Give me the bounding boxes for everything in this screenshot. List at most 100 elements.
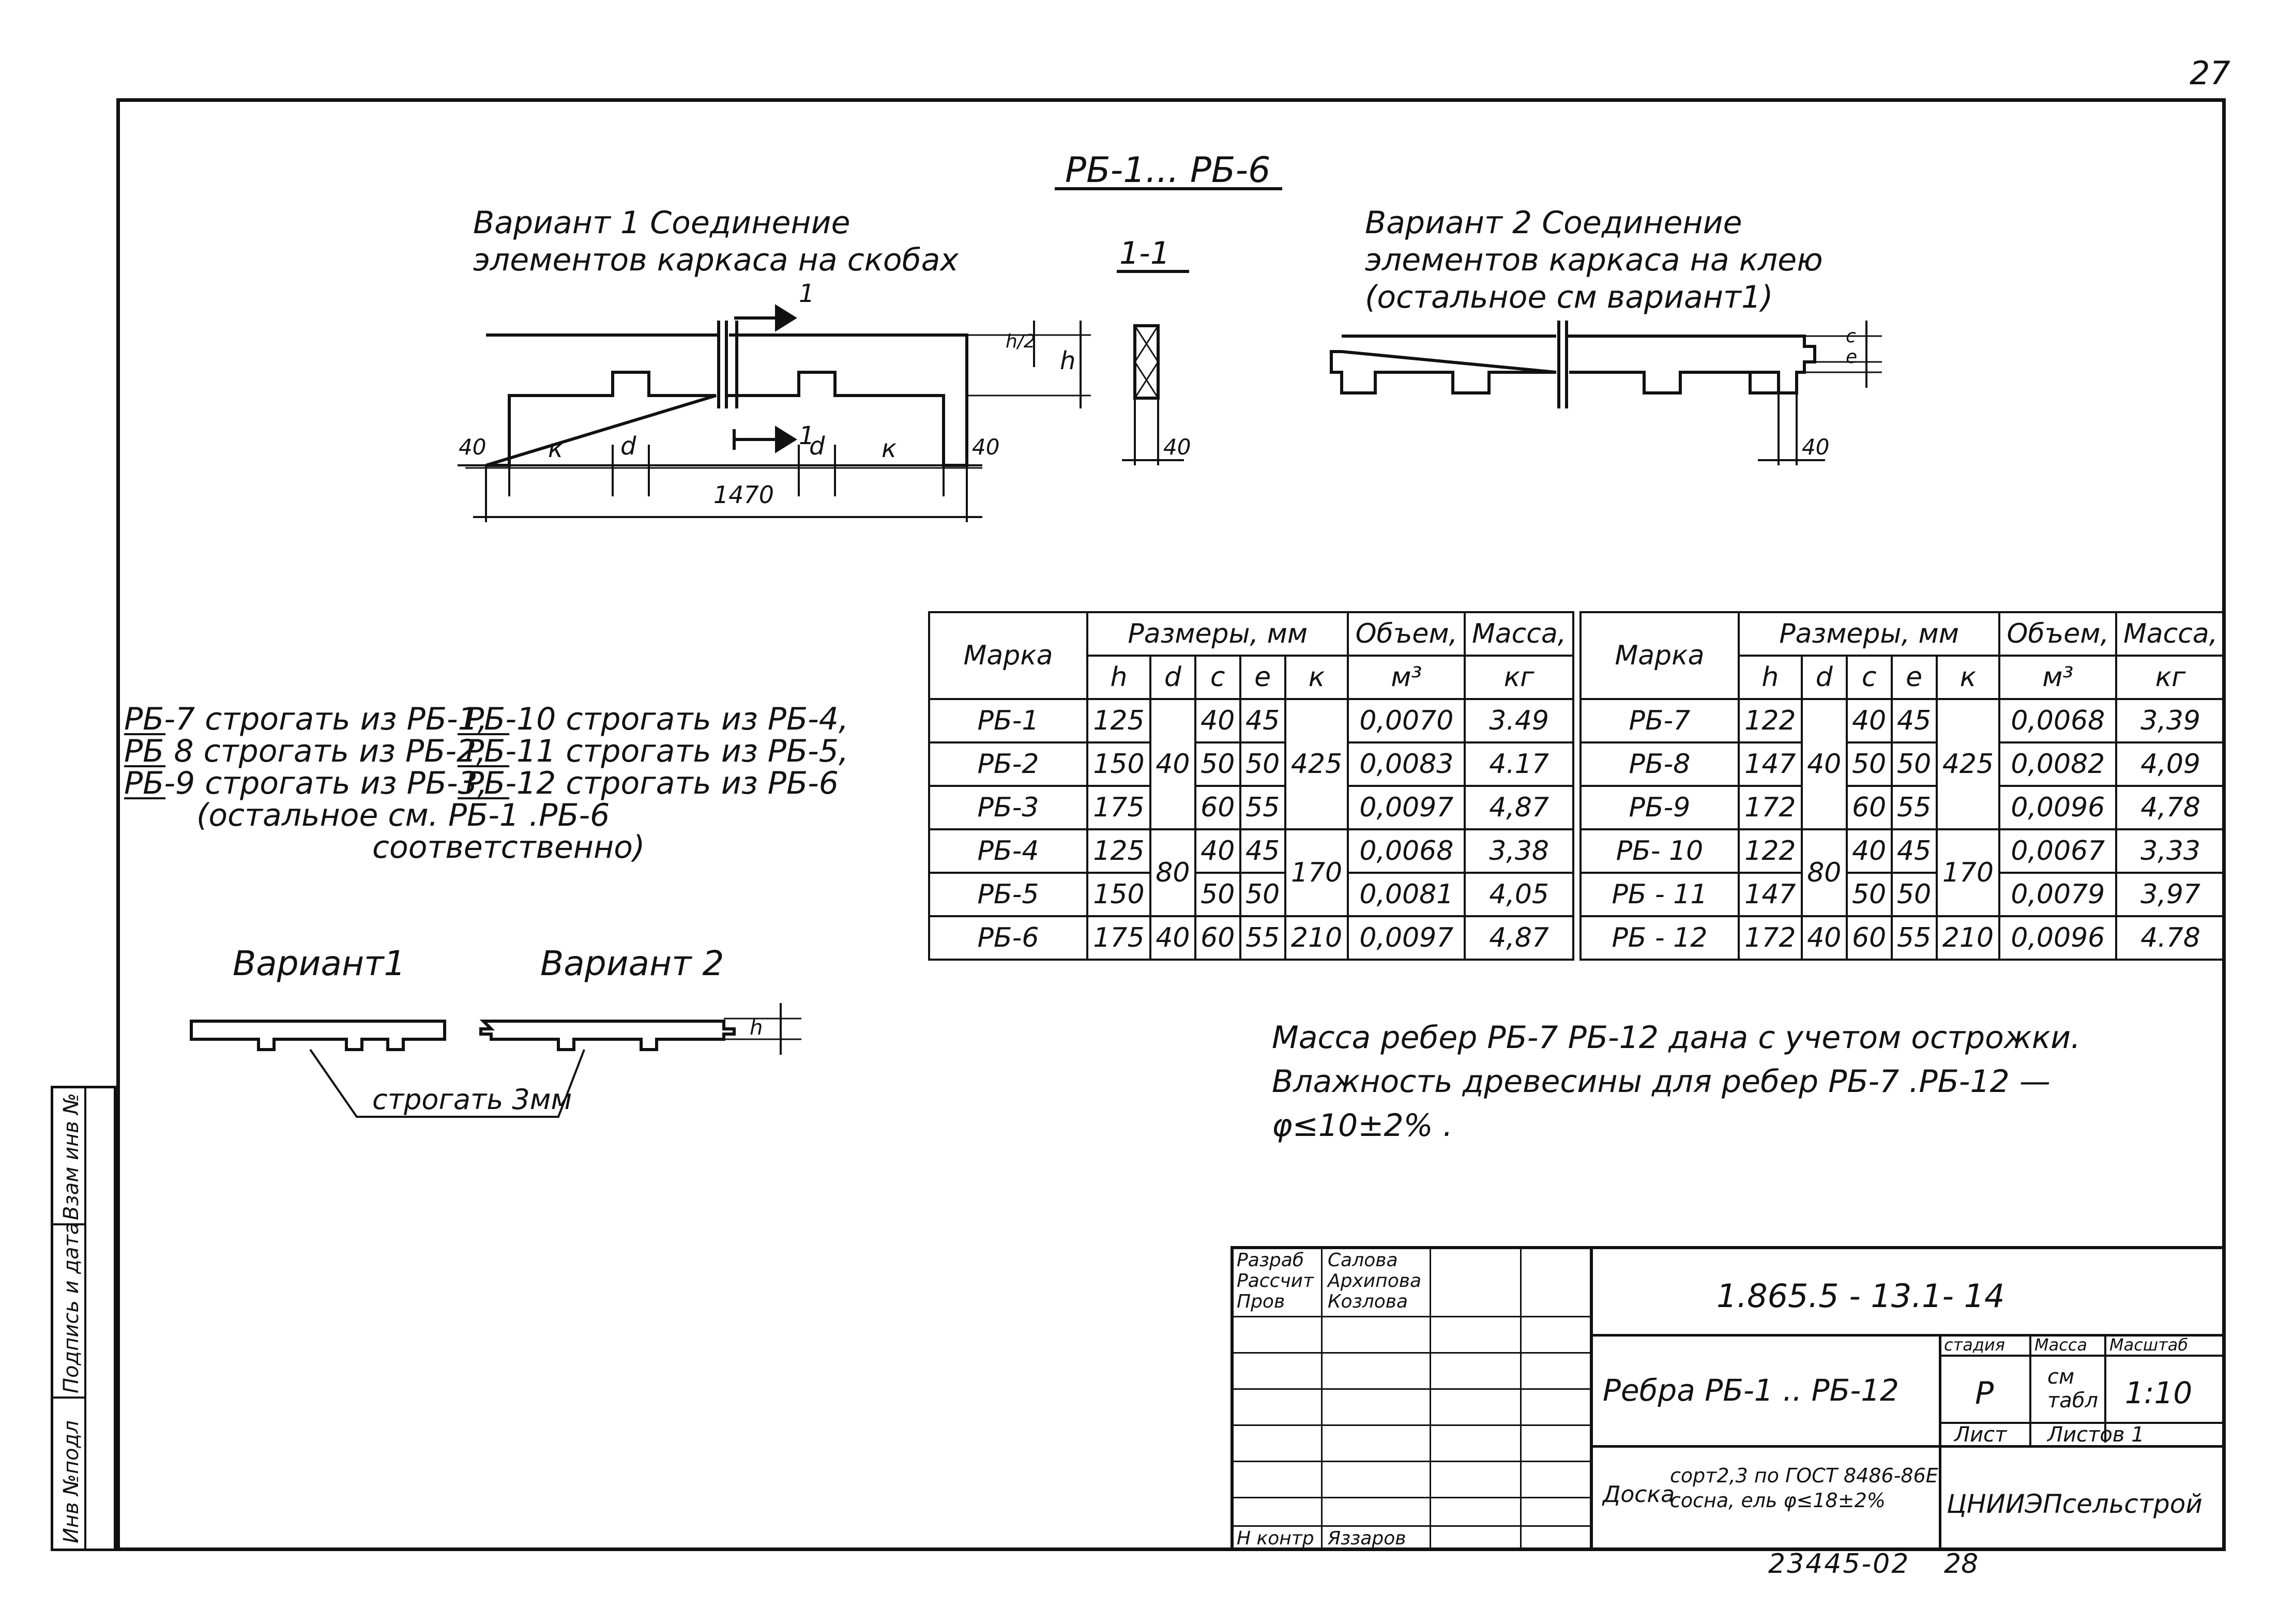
cell-mass: 3,97 xyxy=(2115,872,2226,917)
cell-c: 60 xyxy=(1845,785,1893,830)
cell-d: 40 xyxy=(1800,915,1848,961)
notes-right-line1: Масса ребер РБ-7 РБ-12 дана с учетом ост… xyxy=(1272,1020,2081,1056)
cell-d-merged: 40 xyxy=(1149,698,1196,830)
th-mark: Марка xyxy=(928,611,1088,700)
sheet-format: 28 xyxy=(1944,1549,1979,1580)
notes-right-line3: φ≤10±2% . xyxy=(1272,1107,1453,1144)
cell-d-merged: 80 xyxy=(1800,828,1848,917)
page-number: 27 xyxy=(2190,54,2230,92)
tb-mass-value-line1: см xyxy=(2047,1365,2075,1389)
cell-mark: РБ-2 xyxy=(928,741,1088,787)
variant1-title-line2: элементов каркаса на скобах xyxy=(473,242,959,278)
variant2-dim-c: c xyxy=(1846,326,1856,347)
cell-mass: 4,78 xyxy=(2115,785,2226,830)
notes-left-row: РБ-9 строгать из РБ-3,РБ-12 строгать из … xyxy=(124,767,848,799)
th-dims-group-right: Размеры, мм xyxy=(1737,611,2001,657)
cell-mass: 4,87 xyxy=(1464,915,1574,961)
tb-sheets-label: Листов 1 xyxy=(2047,1423,2145,1447)
variant2-title-line2: элементов каркаса на клею xyxy=(1365,242,1823,278)
tb-stage-header: стадия xyxy=(1944,1335,2006,1355)
cell-c: 40 xyxy=(1845,828,1893,874)
tb-scale-header: Масштаб xyxy=(2109,1335,2189,1355)
notes-left: РБ-7 строгать из РБ-1,РБ-10 строгать из … xyxy=(124,703,848,863)
cell-volume: 0,0083 xyxy=(1347,741,1466,787)
left-stamp: Взам инв № Подпись и дата Инв №подл xyxy=(51,1086,116,1551)
cell-mark: РБ-8 xyxy=(1579,741,1740,787)
cell-k-merged: 170 xyxy=(1284,828,1349,917)
cell-mass: 4,87 xyxy=(1464,785,1574,830)
planing-callout: строгать 3мм xyxy=(372,1083,572,1116)
cell-k: 210 xyxy=(1935,915,2001,961)
stamp-cell-signature: Подпись и дата xyxy=(53,1222,86,1399)
cell-k: 210 xyxy=(1284,915,1349,961)
tb-sheet-label: Лист xyxy=(1954,1423,2007,1447)
cell-h: 147 xyxy=(1737,872,1803,917)
section-dim: 40 xyxy=(1163,434,1191,460)
cell-h: 125 xyxy=(1086,698,1151,743)
cell-volume: 0,0067 xyxy=(1998,828,2118,874)
cell-volume: 0,0079 xyxy=(1998,872,2118,917)
variant1-dim-h-half: h/2 xyxy=(1006,331,1036,352)
notes-left-row2-b-mark: РБ-11 xyxy=(465,733,556,769)
cell-mark: РБ - 12 xyxy=(1579,915,1740,961)
cell-mark: РБ - 11 xyxy=(1579,872,1740,917)
spec-table: Марка Размеры, мм Объем, Масса, Марка Ра… xyxy=(928,611,2226,961)
planing-variant2-label: Вариант 2 xyxy=(540,944,724,983)
cell-e: 55 xyxy=(1890,785,1938,830)
cell-volume: 0,0068 xyxy=(1347,828,1466,874)
tb-roles: Разраб Рассчит Пров xyxy=(1237,1250,1314,1312)
th-volume-unit: м³ xyxy=(1347,655,1466,700)
tb-material-line1: сорт2,3 по ГОСТ 8486-86Е xyxy=(1670,1464,1938,1487)
cell-h: 150 xyxy=(1086,872,1151,917)
cell-c: 60 xyxy=(1194,915,1241,961)
variant2-title: Вариант 2 Соединение элементов каркаса н… xyxy=(1365,204,1823,316)
table-row: РБ-5 150 50 50 0,0081 4,05 РБ - 11 147 5… xyxy=(928,872,2226,917)
table-row: РБ-6 175 40 60 55 210 0,0097 4,87 РБ - 1… xyxy=(928,915,2226,961)
cell-mass: 4.17 xyxy=(1464,741,1574,787)
tb-name-calculator: Архипова xyxy=(1328,1270,1422,1292)
th-h-right: h xyxy=(1737,655,1803,700)
cell-mark: РБ-9 xyxy=(1579,785,1740,830)
planing-variant1-label: Вариант1 xyxy=(233,944,406,983)
cell-c: 50 xyxy=(1845,872,1893,917)
variant1-dim-total: 1470 xyxy=(713,481,774,509)
cell-mass: 4,09 xyxy=(2115,741,2226,787)
cell-c: 40 xyxy=(1194,828,1241,874)
cell-mass: 3,33 xyxy=(2115,828,2226,874)
tb-product-title: Ребра РБ-1 .. РБ-12 xyxy=(1603,1373,1900,1408)
variant1-rib-elevation xyxy=(458,304,1091,522)
tb-stage: Р xyxy=(1975,1375,1994,1411)
cell-mark: РБ- 10 xyxy=(1579,828,1740,874)
variant1-section-mark-top: 1 xyxy=(799,279,815,308)
cell-h: 147 xyxy=(1737,741,1803,787)
variant1-dim-d2: d xyxy=(809,432,825,461)
th-e-right: e xyxy=(1890,655,1938,700)
tb-mass-header: Масса xyxy=(2034,1335,2088,1355)
cell-volume: 0,0070 xyxy=(1347,698,1466,743)
th-mass: Масса, xyxy=(1464,611,1574,657)
notes-left-row3-b-mark: РБ-12 xyxy=(465,765,556,801)
variant2-rib-elevation xyxy=(1330,321,1882,465)
tb-material: сорт2,3 по ГОСТ 8486-86Е сосна, ель φ≤18… xyxy=(1670,1463,1938,1513)
cell-h: 175 xyxy=(1086,785,1151,830)
cell-mark: РБ-3 xyxy=(928,785,1088,830)
notes-left-footer1: (остальное см. РБ-1 .РБ-6 xyxy=(196,797,610,833)
th-mark-right: Марка xyxy=(1579,611,1740,700)
cell-mass: 3.49 xyxy=(1464,698,1574,743)
tb-norm-control-role: Н контр xyxy=(1237,1528,1314,1549)
cell-volume: 0,0097 xyxy=(1347,915,1466,961)
table-row: РБ-2 150 50 50 0,0083 4.17 РБ-8 147 50 5… xyxy=(928,741,2226,787)
tb-role-calculator: Рассчит xyxy=(1237,1270,1314,1292)
table-divider xyxy=(1572,612,1582,960)
notes-left-row3-a: РБ-9 строгать из РБ-3, xyxy=(124,765,488,801)
stamp-cell-inventory: Инв №подл xyxy=(53,1399,86,1549)
tb-name-developer: Салова xyxy=(1328,1250,1398,1271)
variant1-section-mark-bottom: 1 xyxy=(799,421,815,450)
cell-mark: РБ-7 xyxy=(1579,698,1740,743)
notes-left-row1-b-mark: РБ-10 xyxy=(465,701,556,737)
tb-names: Салова Архипова Козлова xyxy=(1328,1250,1421,1312)
th-e: e xyxy=(1239,655,1286,700)
notes-left-row1-a: РБ-7 строгать из РБ-1, xyxy=(124,701,488,737)
cell-e: 45 xyxy=(1239,698,1286,743)
